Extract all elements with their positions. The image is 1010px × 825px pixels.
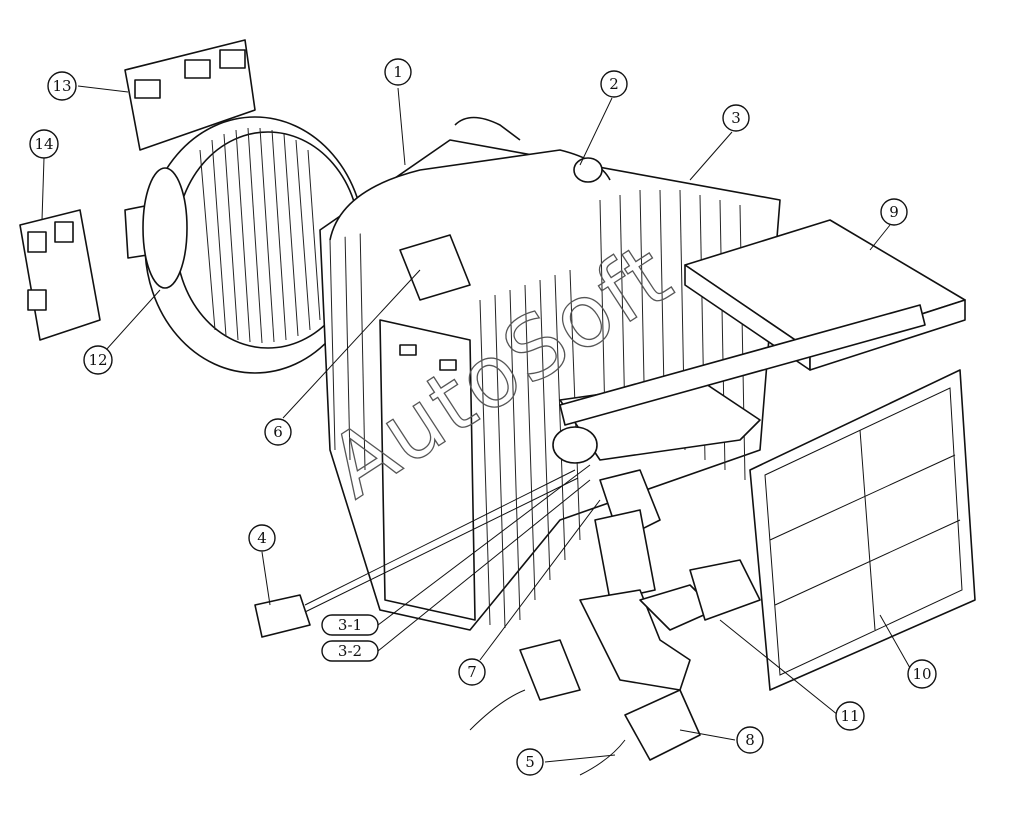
callout-3-1-label: 3-1: [338, 616, 362, 634]
relay-14: [19, 209, 101, 341]
callout-8-label: 8: [745, 731, 755, 749]
callout-12-label: 12: [88, 351, 107, 369]
callout-9: 9: [880, 198, 908, 226]
callout-11-label: 11: [840, 707, 859, 725]
callout-11: 11: [835, 701, 865, 731]
leader-lines: [41, 85, 911, 763]
blower-fan-blades: [199, 127, 321, 344]
callout-3-2-label: 3-2: [338, 642, 362, 660]
callout-5-label: 5: [525, 753, 535, 771]
callout-5: 5: [516, 748, 544, 776]
callout-3-2: 3-2: [321, 640, 379, 662]
callout-2-label: 2: [609, 75, 619, 93]
lower-pipes: [469, 589, 701, 776]
callout-6-label: 6: [273, 423, 283, 441]
callout-14-label: 14: [34, 135, 53, 153]
callout-7: 7: [458, 658, 486, 686]
callout-10-label: 10: [912, 665, 931, 683]
callout-13-label: 13: [52, 77, 71, 95]
callout-10: 10: [907, 659, 937, 689]
callout-13: 13: [47, 71, 77, 101]
callout-6: 6: [264, 418, 292, 446]
blower-fan-assembly: [124, 116, 366, 374]
thermistor-connector: [254, 469, 579, 638]
callout-3: 3: [722, 104, 750, 132]
evaporator-housing: [319, 116, 781, 631]
callout-12: 12: [83, 345, 113, 375]
callout-3-label: 3: [731, 109, 741, 127]
callout-3-1: 3-1: [321, 614, 379, 636]
resistor-unit: [639, 559, 761, 631]
callout-4: 4: [248, 524, 276, 552]
callout-2: 2: [600, 70, 628, 98]
relay-13: [124, 39, 256, 151]
callout-9-label: 9: [889, 203, 899, 221]
callout-4-label: 4: [257, 529, 267, 547]
callout-1-label: 1: [393, 63, 403, 81]
callout-7-label: 7: [467, 663, 477, 681]
callout-1: 1: [384, 58, 412, 86]
callout-14: 14: [29, 129, 59, 159]
callout-8: 8: [736, 726, 764, 754]
air-filter: [749, 369, 976, 691]
